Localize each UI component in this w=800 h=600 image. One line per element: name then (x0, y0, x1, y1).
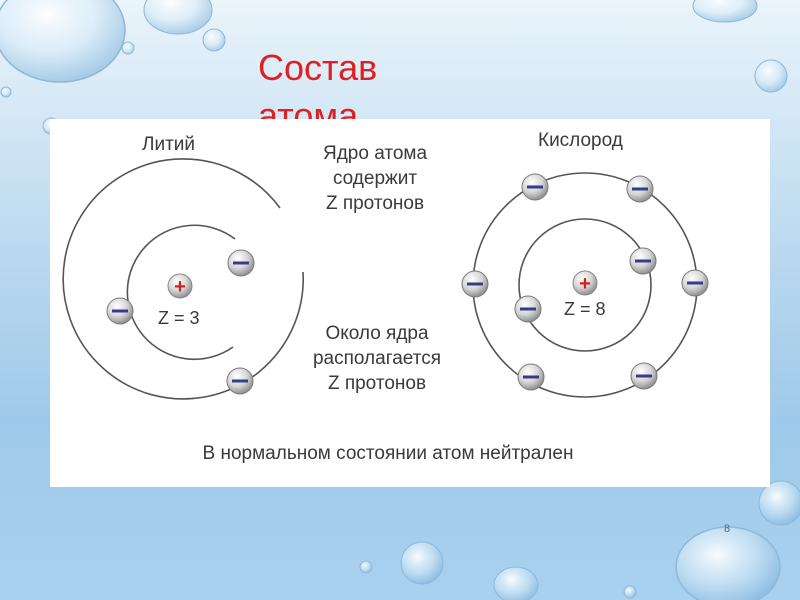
water-drop (121, 41, 135, 55)
lithium-nucleus: + (167, 273, 193, 299)
electron (106, 297, 134, 325)
orbit-text-line: Около ядра (325, 323, 429, 344)
electron (681, 269, 709, 297)
water-drop (623, 585, 637, 599)
electron (626, 175, 654, 203)
orbit-description: Около ядра располагается Z протонов (313, 323, 441, 394)
electron (630, 362, 658, 390)
water-drop (675, 526, 781, 600)
water-drop (758, 480, 800, 526)
atom-diagram: Литий + Z = 3 Ядро атома (62, 130, 709, 464)
conclusion-text: В нормальном состоянии атом нейтрален (203, 443, 574, 464)
nucleus-text-line: Z протонов (326, 193, 424, 214)
electron (226, 367, 254, 395)
water-drop (359, 560, 373, 574)
proton-symbol: + (579, 273, 591, 295)
electron (521, 173, 549, 201)
electron (629, 247, 657, 275)
water-drop (0, 0, 126, 83)
lithium-inner-orbit (126, 224, 236, 361)
lithium-charge: Z = 3 (158, 308, 200, 328)
oxygen-label: Кислород (538, 130, 623, 151)
oxygen-inner-orbit (518, 218, 652, 352)
oxygen-nucleus: + (572, 270, 598, 296)
nucleus-description: Ядро атома содержит Z протонов (323, 143, 427, 214)
water-drop (692, 0, 758, 23)
water-drop (400, 541, 444, 585)
electron (227, 249, 255, 277)
electron (514, 295, 542, 323)
electron (461, 270, 489, 298)
lithium-label: Литий (142, 134, 195, 155)
water-drop (0, 86, 12, 98)
lithium-atom: Литий + Z = 3 (62, 134, 304, 400)
lithium-outer-orbit (62, 158, 304, 400)
atom-diagram-panel: Литий + Z = 3 Ядро атома (50, 119, 770, 487)
proton-symbol: + (174, 276, 186, 298)
oxygen-charge: Z = 8 (564, 299, 606, 319)
water-drop (754, 59, 788, 93)
water-drop (143, 0, 213, 35)
electron (517, 363, 545, 391)
nucleus-text-line: Ядро атома (323, 143, 427, 164)
oxygen-atom: Кислород + Z = 8 (461, 130, 709, 398)
slide-number: 8 (724, 523, 731, 535)
nucleus-text-line: содержит (333, 168, 417, 189)
water-drop (202, 28, 226, 52)
water-drop (493, 566, 539, 600)
slide-title-line-1: Состав (258, 47, 378, 88)
orbit-text-line: располагается (313, 348, 441, 369)
orbit-text-line: Z протонов (328, 373, 426, 394)
